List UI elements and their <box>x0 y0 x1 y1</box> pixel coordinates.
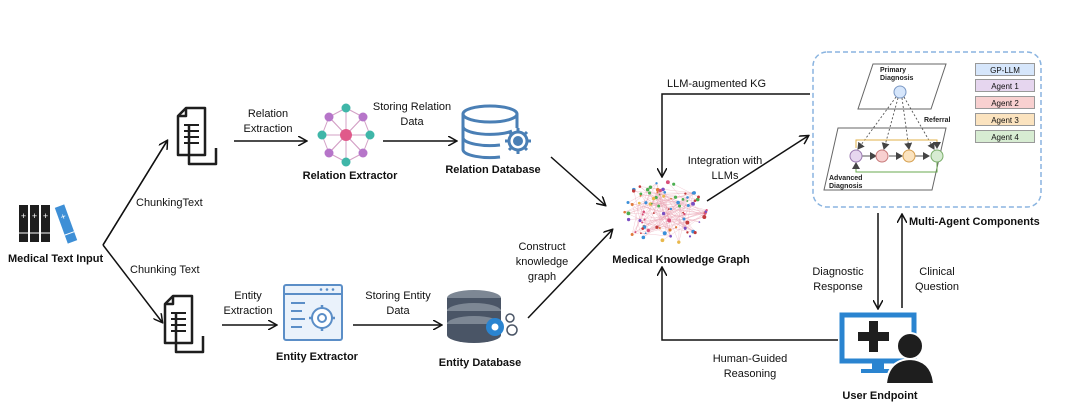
svg-text:+: + <box>59 211 67 222</box>
svg-text:+: + <box>43 211 48 221</box>
user-endpoint-label: User Endpoint <box>842 390 918 402</box>
entity-extractor-label: Entity Extractor <box>276 351 358 363</box>
entity-database-label: Entity Database <box>438 357 522 369</box>
user-computer-icon <box>839 312 936 385</box>
agent-4-node <box>930 149 944 163</box>
document-icon-top <box>176 106 218 166</box>
llm-augmented-kg-label: LLM-augmented KG <box>667 78 767 90</box>
legend-agent-2: Agent 2 <box>975 96 1035 109</box>
legend-agent-1: Agent 1 <box>975 79 1035 92</box>
svg-text:+: + <box>32 211 37 221</box>
entity-extractor-icon <box>283 284 343 341</box>
legend-agent-4: Agent 4 <box>975 130 1035 143</box>
legend-gp-llm: GP-LLM <box>975 63 1035 76</box>
knowledge-graph-network-icon <box>623 180 708 244</box>
medical-text-input-label: Medical Text Input <box>8 253 104 265</box>
medical-knowledge-graph-label: Medical Knowledge Graph <box>612 254 750 266</box>
entity-database-icon <box>447 290 518 343</box>
document-icon-bottom <box>163 294 205 354</box>
legend-agent-3: Agent 3 <box>975 113 1035 126</box>
agent-1-node <box>849 149 863 163</box>
agent-2-node <box>875 149 889 163</box>
svg-text:+: + <box>21 211 26 221</box>
arrows <box>102 93 902 341</box>
books-icon: + + + + <box>19 204 78 244</box>
chunking-text-bottom-label: Chunking Text <box>130 264 200 276</box>
relation-database-label: Relation Database <box>445 164 541 176</box>
network-icon <box>317 103 375 167</box>
relation-database-icon <box>461 104 531 160</box>
multi-agent-components-label: Multi-Agent Components <box>909 216 1040 228</box>
agent-3-node <box>902 149 916 163</box>
gp-llm-node <box>893 85 907 99</box>
relation-extractor-label: Relation Extractor <box>302 170 398 182</box>
chunking-text-top-label: ChunkingText <box>136 197 203 209</box>
referral-label: Referral <box>924 117 951 124</box>
